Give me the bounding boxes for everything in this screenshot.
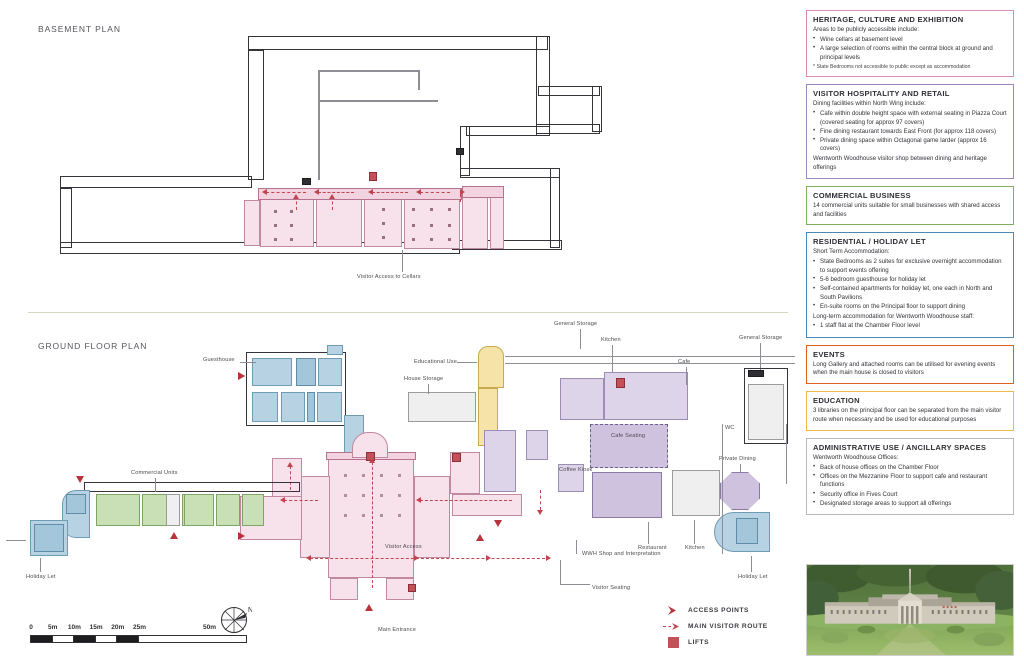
legend-panel-title: ADMINISTRATIVE USE / ANCILLARY SPACES [813, 442, 987, 452]
legend-panel-footer: Wentworth Woodhouse visitor shop between… [813, 155, 987, 171]
scale-tick: 0 [29, 624, 33, 631]
plan-label-cafe-seating: Cafe Seating [611, 433, 646, 439]
legend-panel-bullets: State Bedrooms as 2 suites for exclusive… [813, 258, 1007, 311]
plan-label-wc: WC [725, 425, 735, 431]
legend-bullet: En-suite rooms on the Principal floor to… [813, 302, 1007, 312]
plan-label-kitchen-2: Kitchen [685, 545, 705, 551]
basement-plan-title: BASEMENT PLAN [38, 24, 121, 34]
key-label-main-visitor-route: MAIN VISITOR ROUTE [688, 622, 768, 630]
legend-panel-bullets: Cafe within double height space with ext… [813, 109, 1007, 154]
scale-tick: 25m [132, 624, 147, 631]
legend-panel-intro: 14 commercial units suitable for small b… [813, 201, 1001, 218]
legend-panel-title: RESIDENTIAL / HOLIDAY LET [813, 237, 926, 247]
key-label-access-points: ACCESS POINTS [688, 606, 750, 614]
legend-panel-title: HERITAGE, CULTURE AND EXHIBITION [813, 15, 964, 24]
legend-panel-title: VISITOR HOSPITALITY AND RETAIL [813, 89, 950, 99]
key-item-access-points: ACCESS POINTS [658, 602, 768, 618]
legend-panel-intro: Short Term Accommodation: [813, 248, 890, 256]
legend-bullet: Self-contained apartments for holiday le… [813, 285, 1007, 302]
scale-tick: 20m [111, 624, 125, 631]
legend-bullet: Offices on the Mezzanine Floor to suppor… [813, 472, 1007, 490]
legend-bullet: Cafe within double height space with ext… [813, 109, 1007, 127]
aerial-photograph [806, 564, 1014, 656]
legend-panel-note: * State Bedrooms not accessible to publi… [813, 63, 971, 70]
legend-panel-intro: Long Gallery and attached rooms can be u… [813, 360, 996, 377]
legend-panel-footer: Long-term accommodation for Wentworth Wo… [813, 312, 974, 320]
scale-end-label: 50m [203, 624, 217, 631]
scale-tick: 10m [67, 624, 81, 631]
plan-label-coffee-kiosk: Coffee Kiosk [559, 467, 593, 473]
legend-panel-intro: 3 libraries on the principal floor can b… [813, 407, 1002, 423]
plan-label-general-storage-1: General Storage [554, 321, 598, 327]
plan-label-educational-use: Educational Use [414, 359, 457, 365]
map-key: ACCESS POINTS MAIN VISITOR ROUTE LIFTS [658, 602, 768, 650]
filled-square-icon [658, 636, 688, 648]
legend-panel-bullets-secondary: 1 staff flat at the Chamber Floor level [813, 322, 1007, 331]
plan-label-holiday-let-east: Holiday Let [738, 574, 768, 580]
legend-bullet: A large selection of rooms within the ce… [813, 44, 1007, 62]
drawing-area: BASEMENT PLAN GROUND FLOOR PLAN [0, 0, 800, 650]
key-item-lifts: LIFTS [658, 634, 768, 650]
ground-floor-plan-drawing: Guesthouse Educational Use House Storage… [0, 60, 800, 633]
legend-panel-bullets: Wine cellars at basement levelA large se… [813, 35, 1007, 62]
basement-plan-drawing: Visitor Access to Cellars [0, 0, 800, 280]
legend-column: HERITAGE, CULTURE AND EXHIBITION Areas to… [806, 10, 1014, 522]
legend-panel: HERITAGE, CULTURE AND EXHIBITION Areas to… [806, 10, 1014, 78]
plan-label-general-storage-2: General Storage [739, 335, 783, 341]
ground-floor-plan-title: GROUND FLOOR PLAN [38, 341, 148, 351]
legend-bullet: State Bedrooms as 2 suites for exclusive… [813, 258, 1007, 275]
key-item-main-visitor-route: MAIN VISITOR ROUTE [658, 618, 768, 634]
scale-bar: 0 5m 10m 15m 20m 25m [29, 624, 247, 643]
north-compass-icon: N [221, 607, 252, 633]
legend-panel-title: EDUCATION [813, 396, 860, 406]
legend-bullet: Designated storage areas to support all … [813, 499, 1007, 509]
legend-bullet: 1 staff flat at the Chamber Floor level [813, 322, 1007, 331]
legend-bullet: Private dining space within Octagonal ga… [813, 136, 1007, 154]
legend-panel-bullets: Back of house offices on the Chamber Flo… [813, 463, 1007, 509]
plan-label-restaurant: Restaurant [638, 545, 667, 551]
plan-label-kitchen-1: Kitchen [601, 337, 621, 343]
legend-bullet: Security office in Fives Court [813, 490, 1007, 500]
scale-tick: 15m [89, 624, 103, 631]
legend-panel-intro: Dining facilities within North Wing incl… [813, 100, 926, 108]
legend-panel-intro: Areas to be publicly accessible include: [813, 26, 920, 33]
legend-bullet: Wine cellars at basement level [813, 35, 1007, 45]
legend-panel-title: COMMERCIAL BUSINESS [813, 190, 911, 200]
scale-bar-graphic [30, 635, 247, 643]
svg-text:N: N [248, 607, 252, 614]
plan-label-visitor-access-cellars: Visitor Access to Cellars [357, 274, 421, 280]
legend-panel-intro: Wentworth Woodhouse Offices: [813, 453, 899, 461]
plan-label-visitor-access: Visitor Access [385, 544, 422, 550]
plan-label-commercial-units: Commercial Units [131, 470, 178, 476]
legend-bullet: Back of house offices on the Chamber Flo… [813, 463, 1007, 473]
plan-label-private-dining: Private Dining [719, 456, 756, 462]
plan-label-house-storage: House Storage [404, 376, 444, 382]
scale-tick: 5m [47, 624, 58, 631]
legend-bullet: Fine dining restaurant towards East Fron… [813, 127, 1007, 137]
key-label-lifts: LIFTS [688, 638, 710, 646]
legend-bullet: 5-6 bedroom guesthouse for holiday let [813, 276, 1007, 285]
plan-label-holiday-let-west: Holiday Let [26, 574, 56, 580]
plan-label-visitor-seating: Visitor Seating [592, 585, 631, 591]
plan-divider [28, 312, 788, 313]
chevron-arrow-icon [658, 605, 688, 616]
plan-label-wwh-shop: WWH Shop and Interpretation [582, 551, 661, 557]
dashed-arrow-icon [658, 621, 688, 632]
plan-label-guesthouse: Guesthouse [203, 357, 235, 363]
plan-label-cafe: Cafe [678, 359, 691, 365]
legend-panel-title: EVENTS [813, 349, 845, 359]
plan-label-main-entrance: Main Entrance [378, 627, 417, 633]
